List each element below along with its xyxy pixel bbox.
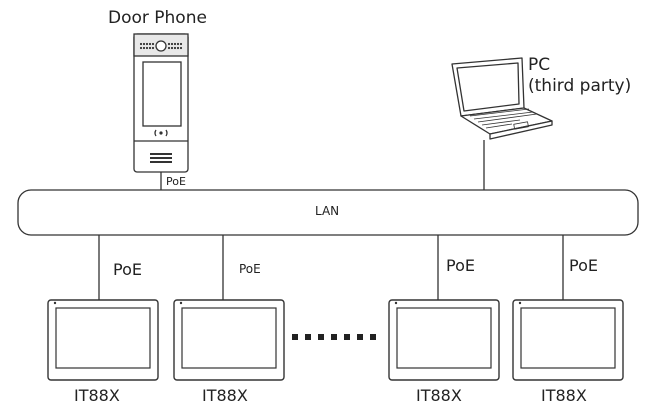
indoor-monitor-icon	[388, 299, 500, 381]
ellipsis-dots	[292, 334, 376, 340]
door-phone-poe-label: PoE	[166, 175, 186, 188]
laptop-icon	[451, 57, 553, 140]
device-label-1: IT88X	[74, 386, 120, 405]
link-poe-label-3: PoE	[446, 256, 475, 275]
device-label-2: IT88X	[202, 386, 248, 405]
door-phone-icon	[133, 33, 189, 173]
indoor-monitor-icon	[47, 299, 159, 381]
door-phone-label: Door Phone	[108, 8, 207, 28]
device-label-3: IT88X	[416, 386, 462, 405]
link-poe-label-1: PoE	[113, 260, 142, 279]
indoor-monitor-group	[47, 299, 624, 381]
indoor-monitor-icon	[173, 299, 285, 381]
device-label-4: IT88X	[541, 386, 587, 405]
pc-label-line1: PC	[528, 55, 551, 75]
link-poe-label-2: PoE	[239, 262, 261, 276]
lan-label: LAN	[315, 204, 340, 218]
lan-bus	[17, 189, 639, 236]
indoor-monitor-icon	[512, 299, 624, 381]
link-poe-label-4: PoE	[569, 256, 598, 275]
connection-lines	[98, 140, 564, 300]
pc-label-line2: (third party)	[528, 76, 632, 96]
